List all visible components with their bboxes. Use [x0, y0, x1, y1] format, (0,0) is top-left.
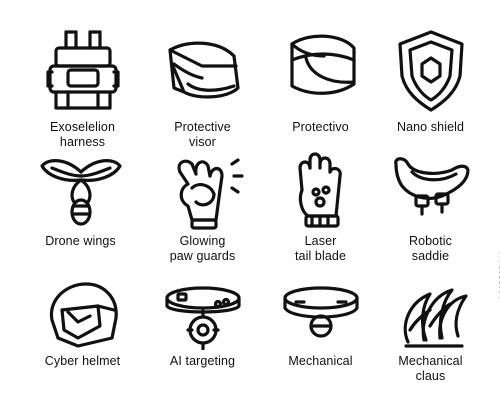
item-paw-guards: Glowing paw guards [140, 150, 265, 264]
collar-tag-icon [140, 280, 265, 350]
item-mechanical: Mechanical [258, 280, 383, 369]
item-label: Mechanical claus [398, 354, 463, 383]
item-nano-shield: Nano shield [368, 26, 493, 135]
item-harness: Exoselelion harness [20, 26, 145, 150]
item-ai-targeting: AI targeting [140, 280, 265, 369]
paw-guard-icon [140, 150, 265, 230]
item-label: Cyber helmet [44, 354, 121, 368]
item-label: Protectivo [292, 120, 349, 134]
saddle-icon [368, 150, 493, 230]
glove-icon [258, 150, 383, 230]
collar-icon [258, 280, 383, 350]
item-saddle: Robotic saddie [368, 150, 493, 264]
item-label: Glowing paw guards [169, 234, 236, 263]
cyber-helmet-icon [20, 280, 145, 350]
visor-icon [140, 26, 265, 116]
item-protectivo: Protectivo [258, 26, 383, 135]
item-visor: Protective visor [140, 26, 265, 150]
wings-icon [18, 150, 143, 230]
item-label: Mechanical [288, 354, 353, 368]
item-label: AI targeting [169, 354, 236, 368]
item-label: Nano shield [396, 120, 465, 134]
harness-icon [20, 26, 145, 116]
item-label: Laser tail blade [294, 234, 347, 263]
item-label: Exoselelion harness [49, 120, 116, 149]
item-laser-tail: Laser tail blade [258, 150, 383, 264]
shield-icon [368, 26, 493, 116]
helmet-icon [258, 26, 383, 116]
item-label: Robotic saddie [408, 234, 453, 263]
item-label: Drone wings [45, 234, 116, 248]
item-cyber-helmet: Cyber helmet [20, 280, 145, 369]
item-label: Protective visor [174, 120, 231, 149]
item-claws: Mechanical claus [368, 280, 493, 384]
claws-icon [368, 280, 493, 350]
item-drone-wings: Drone wings [18, 150, 143, 249]
